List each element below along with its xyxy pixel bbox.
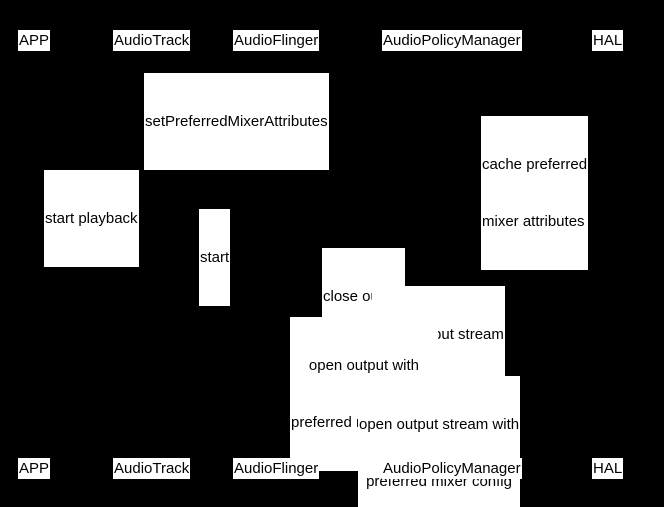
lifeline-audioflinger — [280, 54, 281, 471]
message-line: setPreferredMixerAttributes — [145, 113, 328, 130]
participant-footer-hal: HAL — [592, 458, 624, 479]
lifeline-hal — [609, 54, 610, 471]
message-line: open output stream with — [359, 416, 520, 433]
arrow-cache-preferred-mixer-attributes — [457, 158, 497, 159]
participant-footer-audiopolicymanager: AudioPolicyManager — [382, 458, 522, 479]
message-label-set-preferred-mixer-attributes: setPreferredMixerAttributes — [144, 73, 329, 170]
lifeline-app — [35, 54, 36, 471]
participant-footer-audioflinger: AudioFlinger — [233, 458, 320, 479]
participant-header-audiopolicymanager: AudioPolicyManager — [382, 30, 522, 51]
participant-footer-app: APP — [18, 458, 51, 479]
participant-header-app: APP — [18, 30, 51, 51]
arrow-open-output-stream-with-preferred-mixer-config — [457, 418, 609, 419]
message-line: cache preferred — [482, 156, 588, 173]
message-line: mixer attributes — [482, 213, 585, 230]
lifeline-audiotrack — [155, 54, 156, 471]
participant-header-audiotrack: AudioTrack — [113, 30, 191, 51]
message-label-start: start — [199, 209, 231, 306]
message-line: start playback — [45, 210, 138, 227]
arrow-close-output-stream — [457, 310, 609, 311]
message-label-start-playback: start playback — [44, 170, 139, 267]
lifeline-audiopolicymanager — [457, 54, 458, 471]
participant-header-audioflinger: AudioFlinger — [233, 30, 320, 51]
message-line: start — [200, 249, 230, 266]
message-line: open output with — [308, 357, 419, 374]
participant-header-hal: HAL — [592, 30, 624, 51]
message-label-cache-preferred-mixer-attributes: cache preferred mixer attributes — [481, 116, 589, 270]
message-label-open-output-stream-with-preferred-mixer-config: open output stream with preferred mixer … — [358, 376, 521, 507]
participant-footer-audiotrack: AudioTrack — [113, 458, 191, 479]
